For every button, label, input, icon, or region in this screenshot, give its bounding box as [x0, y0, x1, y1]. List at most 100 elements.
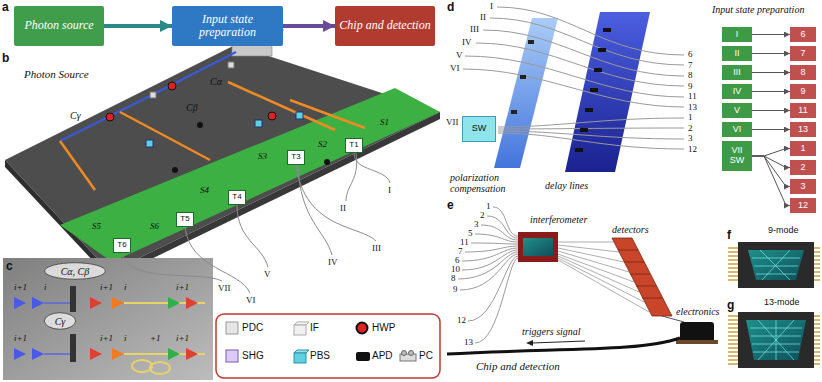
delay-line	[590, 88, 598, 92]
port-number: 6	[688, 50, 693, 60]
optical-fiber	[354, 153, 390, 183]
mode-index: i+1	[14, 334, 27, 344]
photon-marker	[168, 348, 180, 360]
fiber-number: II	[340, 204, 346, 214]
laser-beam	[120, 112, 210, 160]
port-number: 2	[480, 211, 485, 221]
port-number: 11	[688, 92, 697, 102]
photon-marker	[186, 348, 198, 360]
output-box: 1	[790, 141, 816, 156]
panel-title: Photon Source	[24, 68, 89, 80]
chip-13-mode	[750, 320, 802, 360]
fiber-coupler-box: T4	[228, 190, 246, 205]
optical-fiber	[460, 254, 518, 290]
crystal-oval: Cα, Cβ	[44, 262, 106, 280]
optical-fiber	[462, 250, 518, 270]
photon-marker	[32, 348, 44, 360]
photon-marker	[168, 297, 180, 309]
photon-marker	[132, 360, 152, 372]
photon-marker	[90, 297, 102, 309]
panel-letter: b	[2, 52, 9, 65]
optical-fiber	[465, 56, 684, 97]
legend-label: PDC	[242, 322, 263, 333]
node-text: T3	[291, 153, 300, 162]
fiber-number: VI	[246, 296, 256, 306]
photo-background	[3, 258, 213, 380]
delay-line	[528, 40, 534, 44]
node-text: 7	[800, 49, 805, 59]
delay-line	[520, 75, 526, 79]
node-text: VII	[731, 146, 742, 156]
detector-array	[612, 238, 672, 316]
optical-table	[60, 88, 440, 262]
detector-array	[618, 250, 662, 298]
chip-9-mode	[728, 242, 820, 288]
panel-letter: g	[727, 299, 734, 312]
detector-fiber	[558, 242, 614, 243]
legend-icon	[294, 322, 309, 335]
legend-label: SHG	[242, 350, 264, 361]
node-text: III	[733, 68, 741, 78]
photon-marker	[32, 297, 44, 309]
fiber-number: IV	[328, 258, 338, 268]
optical-fiber	[498, 131, 684, 139]
legend-icon	[356, 352, 370, 361]
output-box: 6	[790, 27, 816, 42]
chip-9-mode	[728, 248, 738, 280]
chip-13-mode	[728, 316, 738, 364]
optical-component	[168, 82, 176, 90]
legend-icon	[294, 325, 306, 335]
crystal-oval: Cγ	[44, 312, 76, 330]
connector-arrow	[752, 129, 790, 130]
trigger-cable	[447, 338, 680, 354]
stage-label: S4	[200, 186, 209, 196]
legend-icon	[409, 351, 414, 356]
input-box: II	[722, 46, 752, 61]
port-number: 8	[451, 274, 456, 284]
panel-letter: f	[727, 229, 731, 242]
legend-label: APD	[372, 350, 393, 361]
chip-9-mode	[738, 242, 814, 288]
optical-component	[255, 120, 262, 127]
node-text: T4	[232, 193, 241, 202]
panel-letter: d	[447, 1, 454, 14]
port-number: 9	[688, 82, 693, 92]
port-number: 3	[688, 134, 693, 144]
mode-index: i	[44, 283, 47, 293]
output-box: 9	[790, 84, 816, 99]
port-number: 7	[688, 61, 693, 71]
stage-label: S3	[258, 152, 267, 162]
optical-fiber	[296, 165, 376, 241]
fiber-number: I	[490, 2, 493, 12]
chip-13-mode	[746, 320, 806, 360]
photonic-chip	[518, 232, 558, 262]
optical-fiber	[346, 153, 357, 201]
port-number: 1	[486, 202, 491, 212]
optical-component	[106, 62, 330, 173]
optical-fiber	[122, 153, 390, 293]
fiber-coupler-box: T1	[345, 138, 363, 153]
stage-label: S1	[380, 118, 389, 128]
fiber-number: VI	[450, 64, 460, 74]
node-text: 13	[798, 125, 808, 135]
photon-marker	[70, 286, 76, 312]
photon-marker	[112, 297, 124, 309]
node-text: SW	[472, 124, 487, 134]
laser-beam	[290, 100, 365, 128]
node-text: Input state preparation	[175, 13, 280, 39]
optical-component	[197, 122, 203, 128]
fiber-band	[494, 18, 558, 168]
stage-label: S6	[150, 222, 159, 232]
delay-line	[511, 110, 517, 114]
node-text: Cα, Cβ	[61, 266, 90, 277]
detector-fiber	[558, 245, 619, 252]
panel-letter: e	[447, 199, 454, 212]
node-text: Photon source	[24, 19, 93, 32]
fiber-number: III	[372, 244, 381, 254]
panel-title: Chip and detection	[476, 360, 560, 372]
legend-label: PBS	[310, 350, 330, 361]
switch-box: SW	[462, 116, 496, 142]
chip-13-mode	[814, 316, 820, 364]
port-number: 12	[688, 145, 697, 155]
node-text: 6	[800, 30, 805, 40]
